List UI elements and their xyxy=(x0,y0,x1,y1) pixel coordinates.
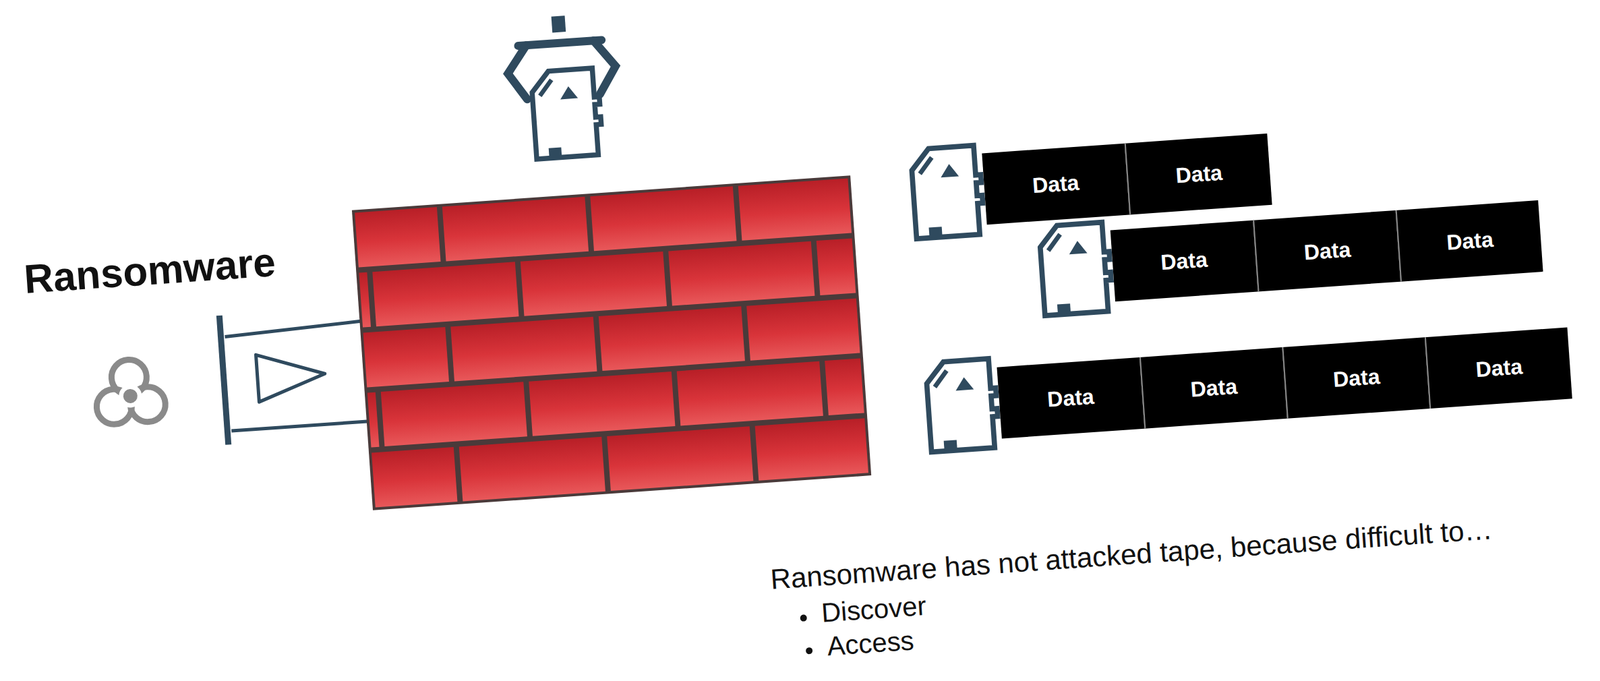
data-block: Data xyxy=(1281,337,1430,419)
data-label: Data xyxy=(1445,226,1495,255)
bullet-item: Discover xyxy=(820,590,928,629)
title-label: Ransomware xyxy=(22,238,277,303)
data-block: Data xyxy=(1395,200,1544,282)
note-text: Ransomware has not attacked tape, becaus… xyxy=(769,513,1494,597)
data-label: Data xyxy=(1031,169,1081,199)
brick-wall xyxy=(351,175,872,511)
data-label: Data xyxy=(1474,353,1524,383)
data-block: Data xyxy=(1252,210,1401,292)
data-block: Data xyxy=(1139,347,1288,429)
data-label: Data xyxy=(1190,373,1239,402)
data-label: Data xyxy=(1046,383,1095,412)
bullet-dot xyxy=(799,614,808,622)
data-label: Data xyxy=(1159,246,1209,276)
tape-cartridge xyxy=(910,144,986,239)
tape-cartridge xyxy=(530,68,604,160)
bullet-item: Access xyxy=(825,625,915,662)
attack-arrow xyxy=(219,304,383,446)
biohazard-symbol xyxy=(93,357,167,426)
bullet-dot xyxy=(805,647,814,655)
data-block: Data xyxy=(1110,220,1259,303)
data-block: Data xyxy=(1124,133,1273,216)
data-label: Data xyxy=(1303,236,1352,265)
data-block: Data xyxy=(996,357,1145,439)
data-block: Data xyxy=(1424,327,1573,410)
tape-cartridge xyxy=(1039,221,1114,316)
data-label: Data xyxy=(1174,159,1224,189)
tape-cartridge xyxy=(925,358,1000,452)
data-block: Data xyxy=(981,143,1130,226)
data-label: Data xyxy=(1332,364,1381,393)
